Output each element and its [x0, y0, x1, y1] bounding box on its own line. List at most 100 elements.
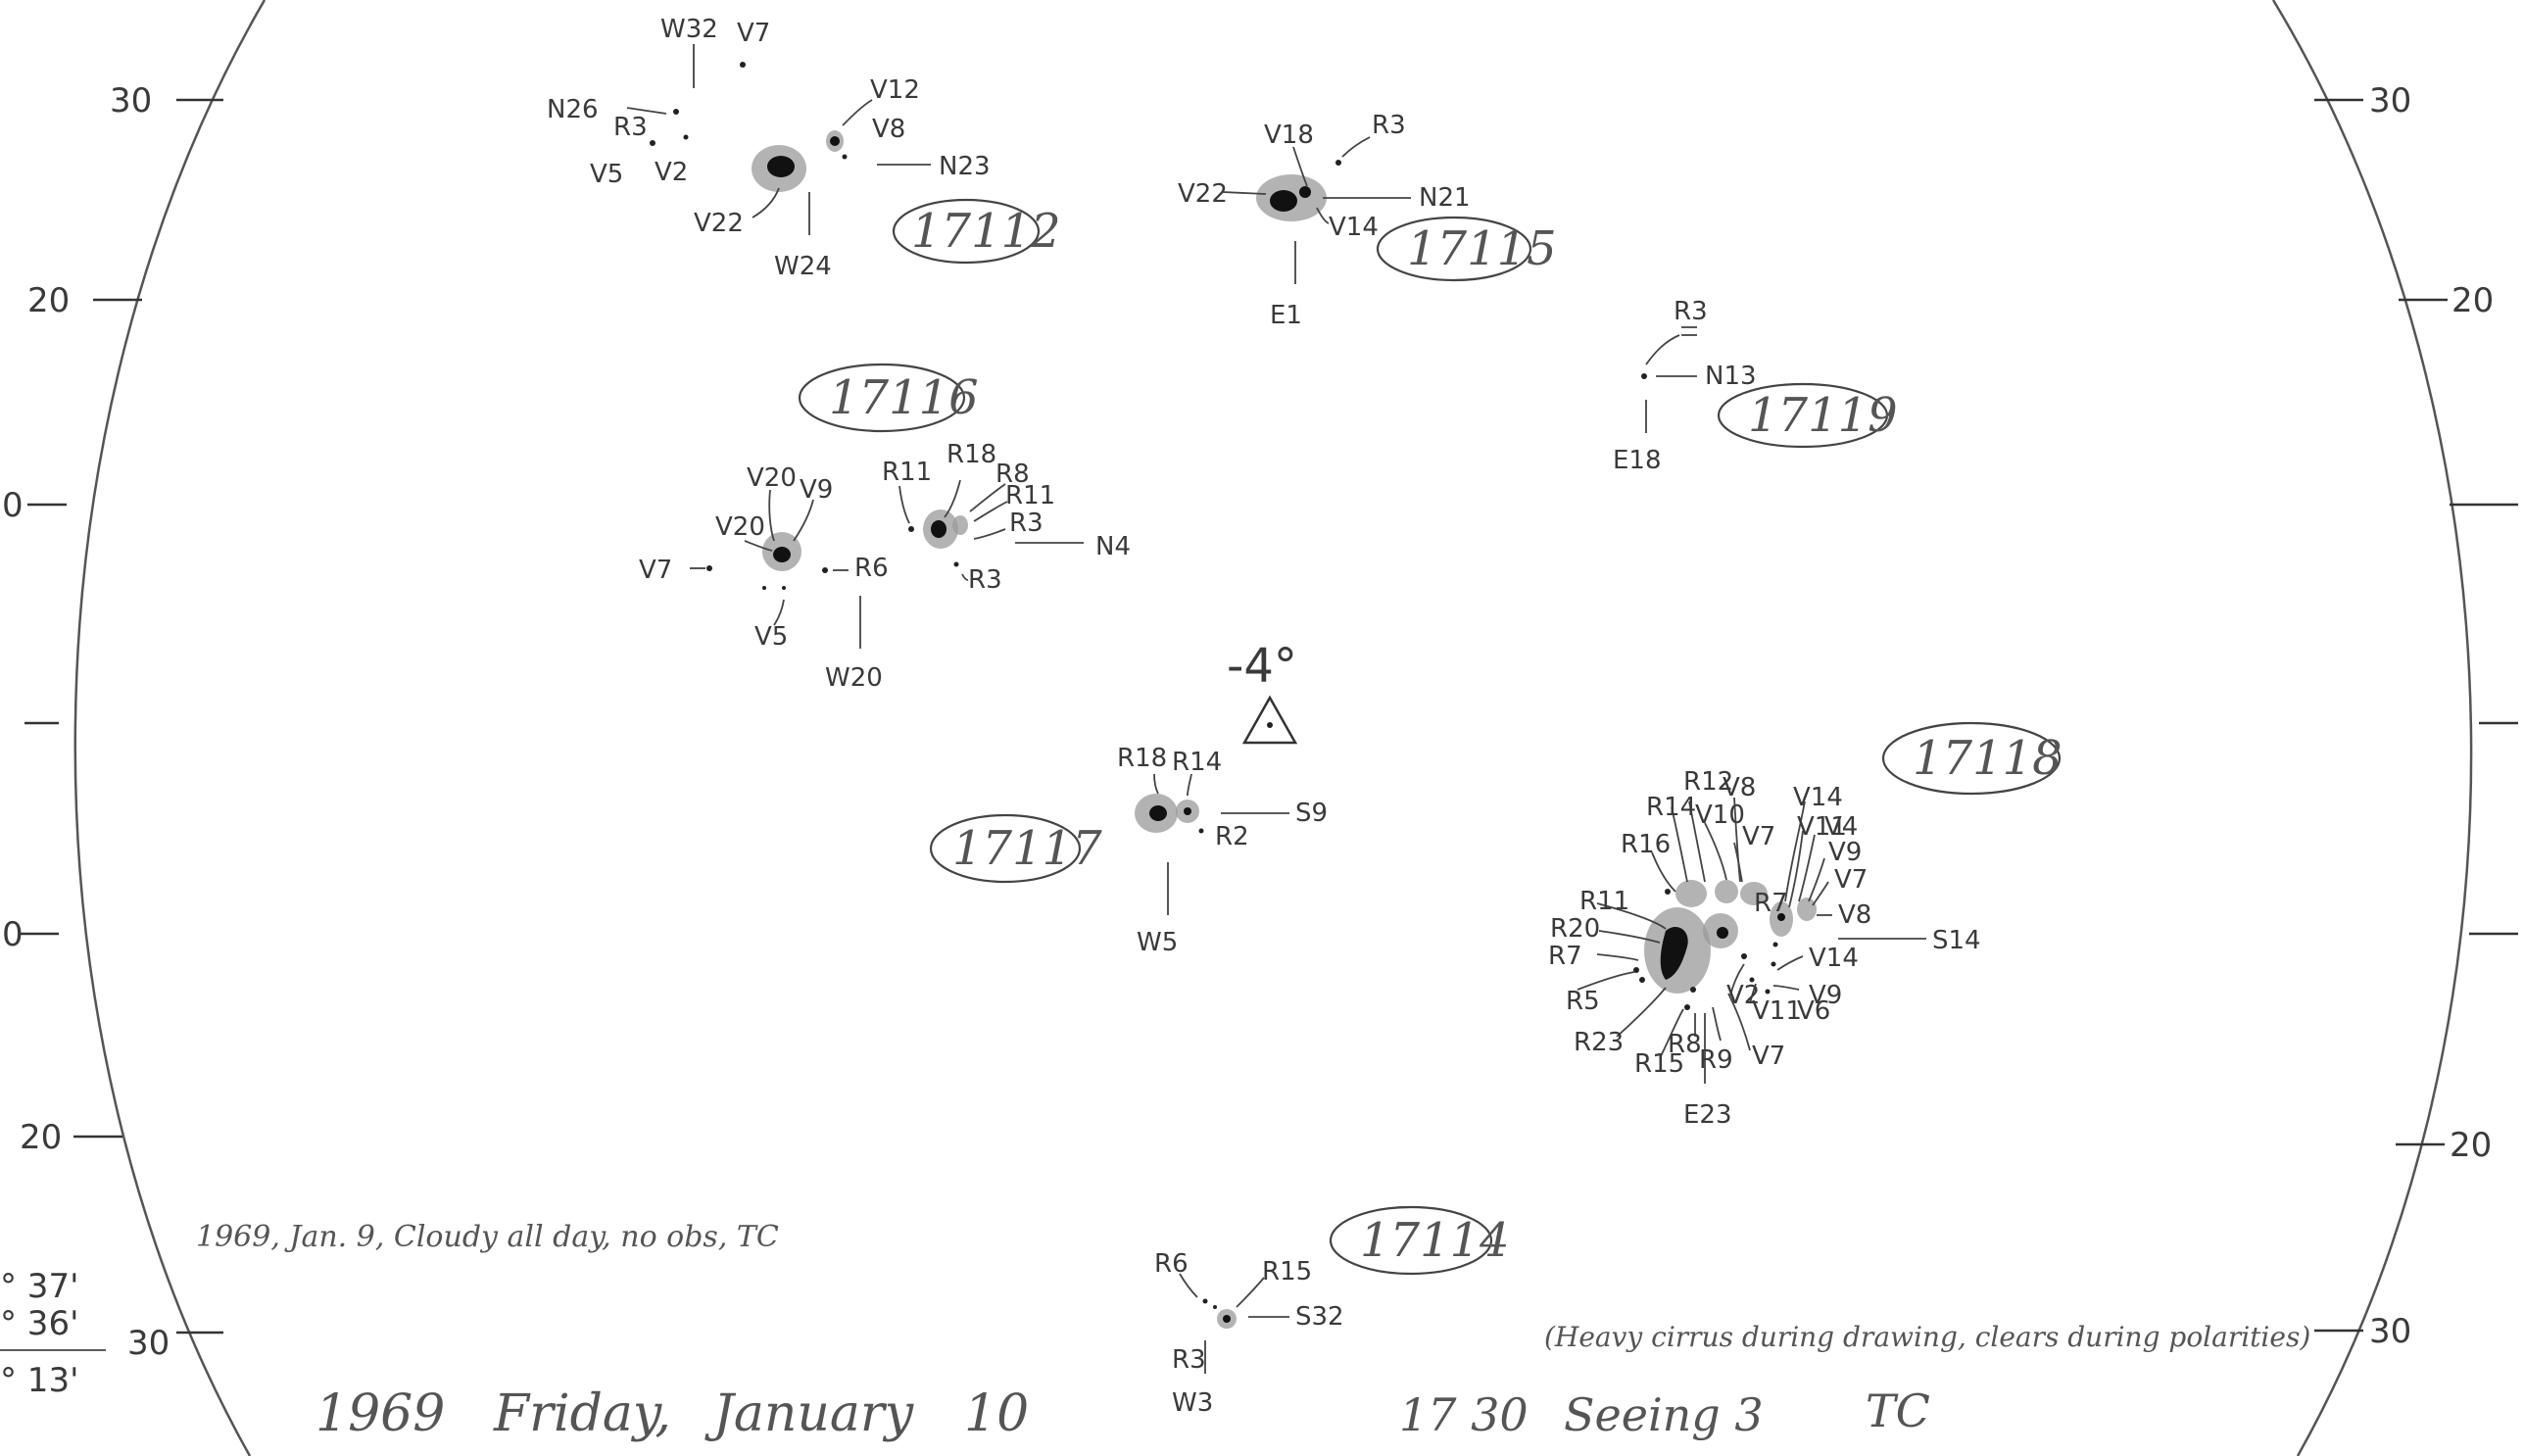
note-jan9: 1969, Jan. 9, Cloudy all day, no obs, TC	[196, 1220, 779, 1254]
sunspot-umbra	[1777, 913, 1785, 921]
sunspot-pore	[1335, 160, 1341, 166]
footer: 1969 Friday, January 10 17 30 Seeing 3 T…	[316, 1384, 1930, 1443]
spot-label: N13	[1705, 362, 1757, 391]
spot-label: E23	[1683, 1100, 1732, 1130]
sunspot-pore	[822, 567, 828, 573]
spot-label: W32	[660, 15, 718, 44]
sunspot-pore	[1765, 989, 1771, 995]
scale-right-label: 30	[2369, 81, 2411, 121]
spot-label: V20	[747, 463, 797, 493]
spot-label: R7	[1548, 942, 1582, 971]
spot-label: V9	[1809, 981, 1842, 1010]
sunspot-pore	[1198, 828, 1204, 834]
footer-observer: TC	[1866, 1384, 1930, 1437]
spot-label: R11	[1005, 481, 1055, 510]
sunspot-pore	[1690, 987, 1696, 993]
spot-label: R3	[1009, 509, 1044, 538]
footer-month: January	[704, 1384, 914, 1443]
spot-label: V2	[655, 158, 688, 187]
spot-label: V8	[872, 115, 905, 144]
spot-label: R23	[1574, 1028, 1624, 1057]
spot-label: V7	[737, 19, 770, 48]
scale-right-label: 30	[2369, 1312, 2411, 1351]
sunspot-pore	[650, 140, 655, 146]
scale-left-label: 30	[127, 1324, 170, 1363]
sunspot-pore	[1749, 977, 1755, 983]
spot-label: S14	[1932, 926, 1981, 955]
sunspot-pore	[1639, 977, 1645, 983]
group-number: 17117	[952, 821, 1102, 876]
spot-label: N4	[1095, 532, 1131, 561]
note-angle: ° 13'	[0, 1361, 78, 1400]
solar-limb-right	[2271, 0, 2473, 1456]
scale-right-label: 20	[2450, 1126, 2492, 1165]
sunspot-umbra	[1270, 190, 1297, 212]
scale-left-label: 20	[27, 281, 70, 320]
sunspot-penumbra	[1797, 898, 1817, 921]
spot-label: R8	[995, 460, 1030, 489]
spot-label: V11	[1752, 996, 1802, 1026]
spot-label: R8	[1668, 1030, 1702, 1059]
sunspot-umbra	[1660, 926, 1688, 980]
spot-label: R15	[1634, 1049, 1684, 1079]
spot-label: R20	[1550, 914, 1600, 944]
sunspot-umbra	[1149, 805, 1167, 821]
sunspot-pore	[762, 586, 766, 590]
group-number: 17116	[829, 370, 979, 425]
spot-label: N26	[547, 95, 599, 124]
group-number-oval	[798, 363, 966, 433]
spot-label: R3	[1172, 1345, 1206, 1375]
spot-label: R2	[1215, 822, 1249, 851]
spot-label: V14	[1329, 213, 1379, 242]
sunspot-pore	[1771, 961, 1776, 967]
spot-label: V8	[1723, 773, 1756, 802]
spot-label: V5	[754, 622, 788, 652]
spot-label: V14	[1809, 944, 1859, 973]
group-17119: 17119 R3 N13 E18	[1613, 297, 1898, 475]
sunspot-pore	[1213, 1305, 1217, 1309]
spot-label: R11	[882, 458, 932, 487]
spot-label: V18	[1264, 121, 1314, 150]
footer-year: 1969	[316, 1384, 445, 1443]
footer-date: 10	[964, 1384, 1029, 1443]
sunspot-pore	[842, 154, 848, 160]
spot-label: R18	[946, 440, 996, 469]
spot-label: R6	[854, 554, 889, 583]
spot-label: R12	[1683, 767, 1733, 797]
group-17115: 17115 V18 R3 V22 N21 V14 E1	[1178, 111, 1557, 330]
note-angle: ° 37'	[0, 1267, 78, 1306]
group-number-oval	[1376, 216, 1532, 282]
sunspot-penumbra	[1715, 880, 1738, 903]
spot-label: R3	[613, 113, 648, 142]
scale-left: 30 20 0 0 20 30	[2, 81, 223, 1363]
sunspot-pore	[740, 62, 746, 68]
spot-label: R18	[1117, 744, 1167, 773]
spot-label: E18	[1613, 446, 1662, 475]
group-17112: 17112 W32 V7 N26 R3 V5 V2 V12 V8 N23 V22…	[547, 15, 1061, 281]
spot-label: R16	[1621, 830, 1671, 859]
group-number-oval	[1881, 721, 2062, 796]
sunspot-penumbra	[1675, 880, 1707, 907]
spot-label: R15	[1262, 1257, 1312, 1286]
group-number-oval	[892, 198, 1041, 265]
sunspot-pore	[673, 109, 679, 115]
spot-label: V4	[1824, 812, 1858, 842]
spot-label: V9	[800, 475, 833, 505]
sunspot-umbra	[773, 547, 791, 562]
spot-label: V7	[1742, 822, 1775, 851]
sunspot-pore	[908, 526, 914, 532]
sunspot-pore	[1772, 942, 1778, 947]
sunspot-pore	[782, 586, 786, 590]
group-17116: 17116 V20 V9 V20 V7 R6 V5 W20 R11 R18	[639, 363, 1131, 693]
spot-label: V7	[1752, 1042, 1785, 1071]
spot-label: R5	[1566, 987, 1600, 1016]
scale-left-label: 0	[2, 486, 24, 525]
note-cirrus: (Heavy cirrus during drawing, clears dur…	[1544, 1321, 2310, 1353]
spot-label: V20	[715, 512, 765, 542]
spot-label: N23	[939, 152, 991, 181]
spot-label: R14	[1646, 793, 1696, 822]
center-latitude-label: -4°	[1227, 639, 1297, 694]
sunspot-pore	[1665, 889, 1671, 895]
spot-label: E1	[1270, 301, 1302, 330]
